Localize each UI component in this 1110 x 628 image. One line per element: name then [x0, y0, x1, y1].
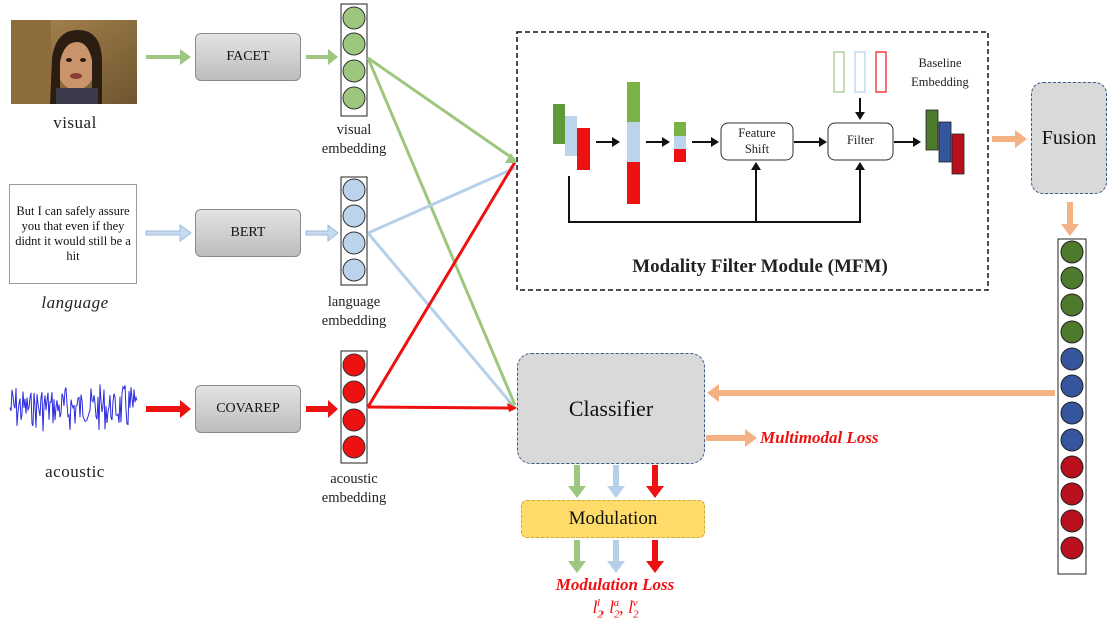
visual-embedding-label-line2: embedding — [321, 141, 387, 157]
loss-term-visual: l2v — [628, 597, 639, 621]
input-arrows — [145, 49, 339, 418]
filter-label: Filter — [846, 133, 875, 147]
visual-embedding-label: visual embedding — [300, 121, 408, 159]
modulation-loss-terms: l2l, l2a, l2v — [592, 597, 639, 621]
modulation-loss-label: Modulation Loss — [555, 575, 675, 594]
modulation-box: Modulation — [521, 500, 705, 538]
loss-term-acoustic: l2a — [609, 597, 620, 621]
visual-embedding-label-line1: visual — [336, 122, 372, 138]
classifier-output-arrows — [568, 465, 664, 573]
connection-arrowheads — [505, 153, 517, 412]
feature-shift-label: Feature Shift — [722, 125, 792, 157]
facet-box: FACET — [195, 33, 301, 81]
fusion-box: Fusion — [1031, 82, 1107, 194]
baseline-label-line2: Embedding — [911, 75, 969, 89]
acoustic-embedding-column — [340, 350, 368, 464]
language-embedding-label-line1: language — [327, 294, 381, 310]
mfm-box — [516, 31, 989, 291]
loss-term-language: l2l — [592, 597, 604, 621]
baseline-embedding-label: Baseline Embedding — [895, 54, 985, 92]
feature-shift-label-line2: Shift — [744, 142, 770, 156]
mfm-title: Modality Filter Module (MFM) — [632, 256, 888, 277]
feature-shift-label-line1: Feature — [738, 126, 776, 140]
language-input-text: But I can safely assure you that even if… — [9, 184, 137, 284]
visual-input-label: visual — [53, 113, 97, 132]
visual-input-image — [11, 20, 137, 104]
multimodal-loss-label: Multimodal Loss — [760, 428, 879, 447]
language-embedding-label-line2: embedding — [321, 313, 387, 329]
feature-shift-box — [720, 122, 794, 161]
language-input-label: language — [41, 293, 109, 312]
covarep-box: COVAREP — [195, 385, 301, 433]
acoustic-embedding-label: acoustic embedding — [300, 470, 408, 508]
acoustic-waveform-icon — [9, 384, 138, 432]
classifier-box: Classifier — [517, 353, 705, 464]
language-embedding-column — [340, 176, 368, 286]
acoustic-input-label: acoustic — [45, 462, 105, 481]
mfm-internals — [553, 51, 965, 223]
acoustic-embedding-label-line2: embedding — [321, 490, 387, 506]
filter-box — [827, 122, 894, 161]
acoustic-embedding-label-line1: acoustic — [330, 471, 378, 487]
connection-lines — [366, 56, 517, 410]
baseline-label-line1: Baseline — [918, 56, 962, 70]
fusion-embedding-column — [1057, 238, 1087, 575]
fusion-arrows — [706, 130, 1079, 447]
visual-embedding-column — [340, 3, 368, 117]
bert-box: BERT — [195, 209, 301, 257]
language-embedding-label: language embedding — [300, 293, 408, 331]
